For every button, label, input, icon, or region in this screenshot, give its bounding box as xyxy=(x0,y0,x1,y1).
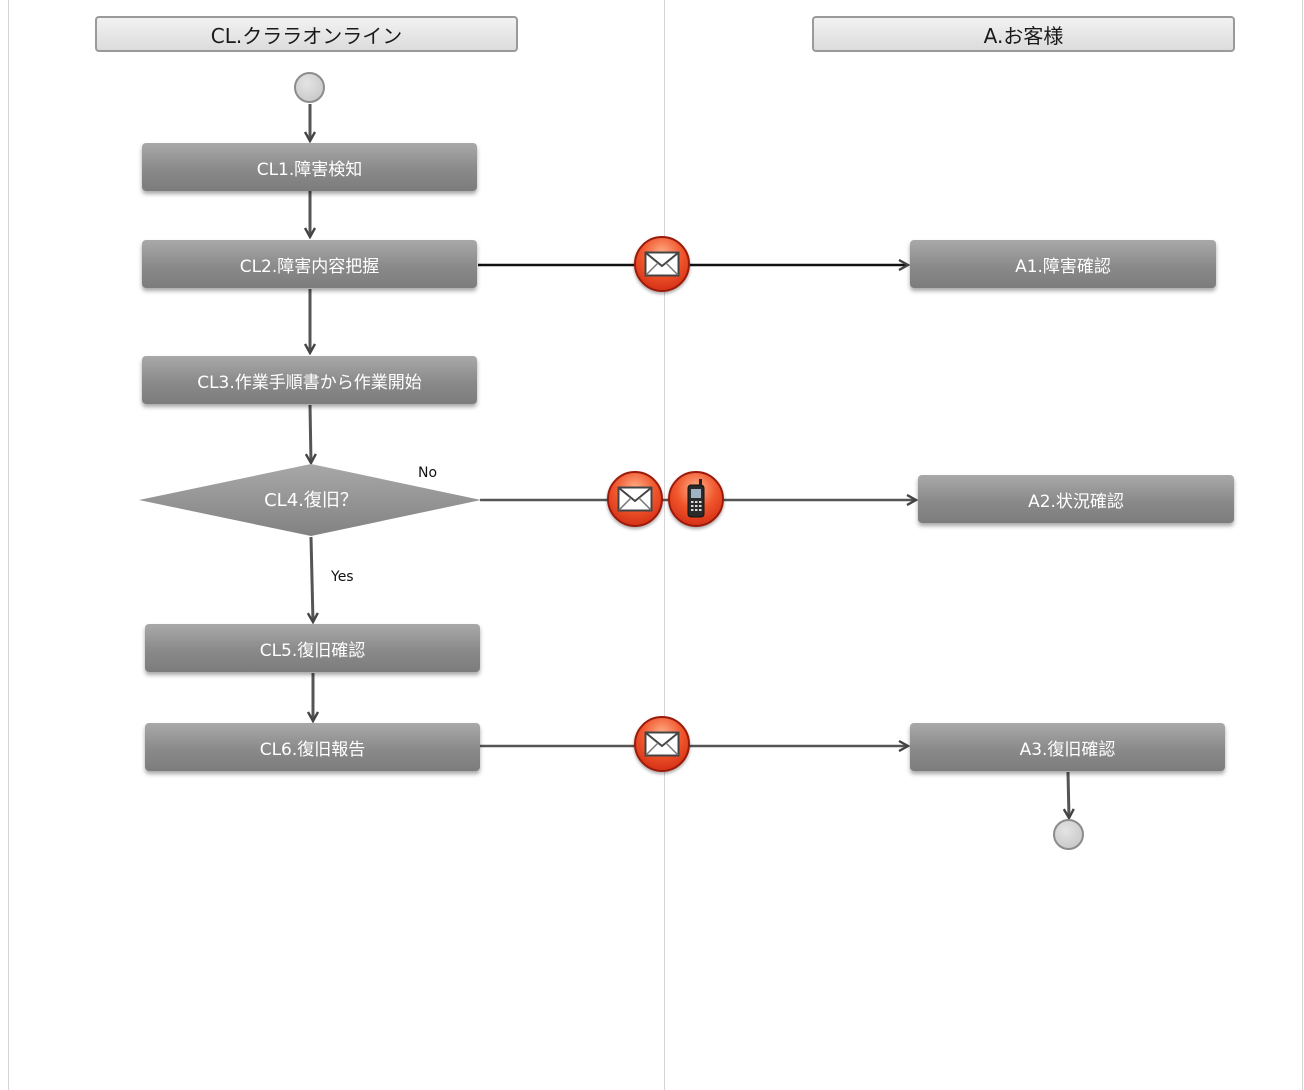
lane-header-customer: A.お客様 xyxy=(812,16,1235,52)
envelope-icon xyxy=(634,716,690,772)
lane-divider xyxy=(664,0,665,1090)
edge-cl4-cl5 xyxy=(311,536,313,622)
process-label: CL1.障害検知 xyxy=(256,159,363,180)
process-label: A3.復旧確認 xyxy=(1019,739,1116,760)
process-a1: A1.障害確認 xyxy=(910,240,1216,288)
process-label: A1.障害確認 xyxy=(1015,256,1111,277)
process-cl1: CL1.障害検知 xyxy=(142,143,477,191)
process-cl2: CL2.障害内容把握 xyxy=(142,240,477,288)
edge-a3-end xyxy=(1068,771,1069,818)
lane-border-left xyxy=(8,0,9,1090)
process-a3: A3.復旧確認 xyxy=(910,723,1225,771)
lane-border-right xyxy=(1302,0,1303,1090)
lane-header-clara-online: CL.クララオンライン xyxy=(95,16,518,52)
process-cl6: CL6.復旧報告 xyxy=(145,723,480,771)
mobile-phone-icon xyxy=(668,471,724,527)
process-label: CL2.障害内容把握 xyxy=(239,256,380,277)
edge-label-no: No xyxy=(418,465,438,481)
edge-label-yes: Yes xyxy=(331,569,354,585)
lane-title: CL.クララオンライン xyxy=(210,23,403,48)
envelope-icon xyxy=(634,236,690,292)
edge-cl3-cl4 xyxy=(310,404,311,463)
process-label: A2.状況確認 xyxy=(1028,491,1124,512)
process-label: CL3.作業手順書から作業開始 xyxy=(197,372,422,393)
process-cl5: CL5.復旧確認 xyxy=(145,624,480,672)
envelope-icon xyxy=(607,471,663,527)
process-cl3: CL3.作業手順書から作業開始 xyxy=(142,356,477,404)
end-node xyxy=(1053,819,1084,850)
decision-label: CL4.復旧？ xyxy=(264,490,358,511)
start-node xyxy=(294,72,325,103)
process-a2: A2.状況確認 xyxy=(918,475,1234,523)
decision-cl4: CL4.復旧？ xyxy=(211,484,411,514)
lane-title: A.お客様 xyxy=(983,23,1064,48)
process-label: CL5.復旧確認 xyxy=(259,640,366,661)
process-label: CL6.復旧報告 xyxy=(259,739,366,760)
decision-shape xyxy=(139,464,481,536)
